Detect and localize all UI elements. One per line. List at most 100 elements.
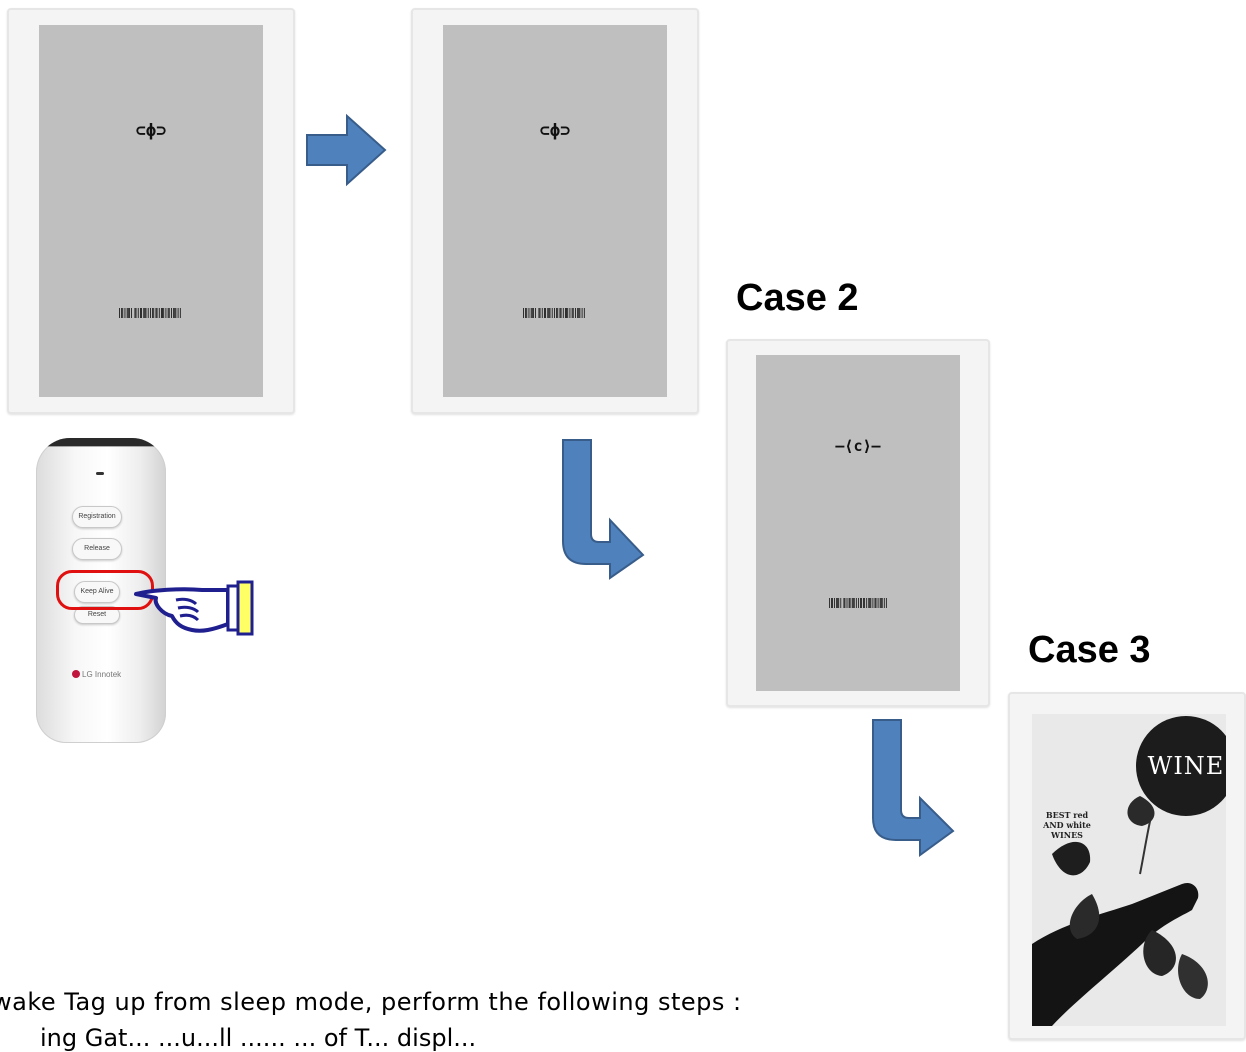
barcode-bar (855, 598, 857, 608)
barcode-bar (119, 308, 120, 318)
case-2-label: Case 2 (736, 277, 859, 319)
barcode-bar (848, 598, 850, 608)
esl-tag-case-2: ‒⟨c⟩‒ (726, 339, 990, 707)
barcode-bar (864, 598, 866, 608)
barcode-bar (556, 308, 558, 318)
right-arrow (306, 113, 387, 187)
barcode-bar (525, 308, 527, 318)
barcode-bar (861, 598, 862, 608)
barcode-bar (134, 308, 136, 318)
barcode-bar (173, 308, 175, 318)
tag-screen: ⊂ϕ⊃ (39, 25, 263, 397)
link-icon: ‒⟨c⟩‒ (835, 437, 881, 455)
barcode-bar (163, 308, 165, 318)
barcode-bar (532, 308, 534, 318)
wine-subtitle-line1: BEST red (1045, 810, 1089, 820)
reset-button[interactable]: Reset (74, 606, 120, 624)
barcode-bar (868, 598, 870, 608)
barcode-bar (571, 308, 573, 318)
barcode-bar (579, 308, 581, 318)
barcode-bar (167, 308, 169, 318)
barcode-bar (144, 308, 146, 318)
barcode-bar (161, 308, 162, 318)
barcode-bar (877, 598, 879, 608)
tag-screen: ⊂ϕ⊃ (443, 25, 667, 397)
barcode-bar (131, 308, 133, 318)
barcode (523, 308, 585, 318)
barcode-bar (829, 598, 830, 608)
wine-title-circle: WINE (1136, 716, 1226, 816)
tag-screen: ‒⟨c⟩‒ (756, 355, 960, 691)
wine-subtitle-line2: AND white WINES (1043, 820, 1091, 840)
instruction-caption: wake Tag up from sleep mode, perform the… (0, 988, 742, 1016)
barcode-bar (875, 598, 877, 608)
barcode-bar (162, 308, 164, 318)
remote-controller: Registration Release Keep Alive Reset LG… (36, 438, 166, 743)
barcode-bar (137, 308, 139, 318)
barcode-bar (554, 308, 555, 318)
barcode-bar (860, 598, 861, 608)
barcode-bar (838, 598, 840, 608)
barcode-bar (177, 308, 179, 318)
barcode-bar (866, 598, 868, 608)
barcode-bar (150, 308, 151, 318)
barcode-bar (836, 598, 838, 608)
barcode-bar (526, 308, 528, 318)
barcode-bar (548, 308, 550, 318)
barcode-bar (575, 308, 576, 318)
barcode-bar (577, 308, 579, 318)
barcode-bar (539, 308, 541, 318)
barcode-bar (179, 308, 181, 318)
barcode-bar (165, 308, 167, 318)
esl-tag-1: ⊂ϕ⊃ (7, 8, 295, 414)
barcode-bar (122, 308, 124, 318)
barcode-bar (538, 308, 540, 318)
barcode (829, 598, 887, 608)
barcode-bar (832, 598, 833, 608)
barcode-bar (156, 308, 158, 318)
barcode-bar (837, 598, 839, 608)
barcode-bar (541, 308, 543, 318)
esl-tag-2: ⊂ϕ⊃ (411, 8, 699, 414)
barcode-bar (531, 308, 533, 318)
barcode-bar (544, 308, 545, 318)
barcode-bar (853, 598, 855, 608)
barcode-bar (545, 308, 546, 318)
barcode-bar (141, 308, 142, 318)
barcode-bar (128, 308, 130, 318)
keep-alive-button[interactable]: Keep Alive (74, 581, 120, 603)
barcode-bar (523, 308, 524, 318)
barcode-bar (551, 308, 553, 318)
power-icon: ⊂ϕ⊃ (135, 121, 167, 141)
barcode-bar (175, 308, 177, 318)
barcode-bar (557, 308, 559, 318)
barcode-bar (171, 308, 172, 318)
barcode-bar (565, 308, 566, 318)
barcode-bar (145, 308, 147, 318)
release-button[interactable]: Release (72, 538, 122, 560)
remote-top-band (36, 438, 166, 447)
case-3-label: Case 3 (1028, 629, 1151, 671)
barcode-bar (834, 598, 835, 608)
barcode-bar (883, 598, 885, 608)
barcode-bar (869, 598, 871, 608)
barcode-bar (562, 308, 564, 318)
barcode-bar (567, 308, 569, 318)
barcode-bar (843, 598, 845, 608)
barcode-bar (140, 308, 141, 318)
barcode-bar (153, 308, 155, 318)
wine-bottle-illustration (1032, 796, 1208, 1026)
barcode-bar (547, 308, 549, 318)
barcode-bar (844, 598, 846, 608)
barcode-bar (530, 308, 532, 318)
registration-button[interactable]: Registration (72, 506, 122, 528)
barcode-bar (880, 598, 882, 608)
barcode-bar (127, 308, 129, 318)
barcode-bar (152, 308, 154, 318)
barcode-bar (126, 308, 128, 318)
barcode-bar (566, 308, 568, 318)
barcode-bar (559, 308, 561, 318)
barcode-bar (124, 308, 126, 318)
barcode-bar (135, 308, 137, 318)
barcode-bar (535, 308, 537, 318)
